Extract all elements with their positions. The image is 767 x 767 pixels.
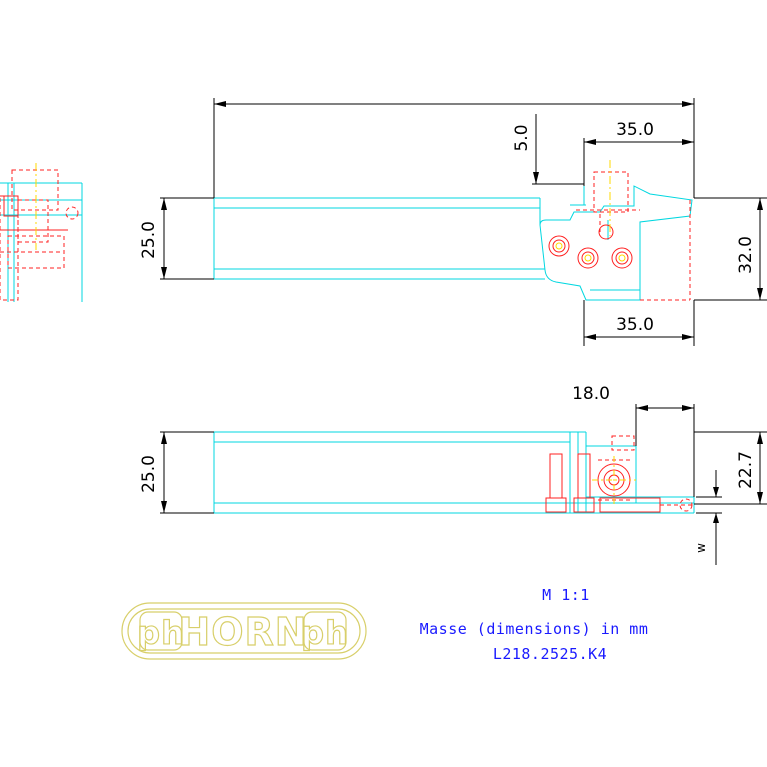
logo-right-mark: ph: [301, 614, 349, 652]
dim-top-right-height: 32.0: [736, 236, 756, 274]
horn-logo: ph HORN ph: [121, 602, 367, 660]
dim-w-label: w: [694, 543, 708, 553]
logo-left-mark: ph: [137, 614, 185, 652]
side-view: [0, 163, 83, 302]
units-note: Masse (dimensions) in mm: [420, 620, 649, 638]
dim-bottom-right-height: 22.7: [736, 451, 756, 489]
dim-top-width-upper: 35.0: [616, 120, 654, 140]
scale-note: M 1:1: [542, 586, 590, 604]
dim-bottom-width: 18.0: [572, 384, 610, 404]
dim-top-offset: 5.0: [512, 124, 532, 151]
dim-top-width-lower: 35.0: [616, 315, 654, 335]
logo-brand: HORN: [178, 610, 307, 654]
top-view: [160, 98, 767, 346]
dim-bottom-height: 25.0: [139, 455, 159, 493]
dim-top-height: 25.0: [139, 221, 159, 259]
part-number: L218.2525.K4: [493, 645, 607, 663]
front-view: [160, 404, 767, 565]
